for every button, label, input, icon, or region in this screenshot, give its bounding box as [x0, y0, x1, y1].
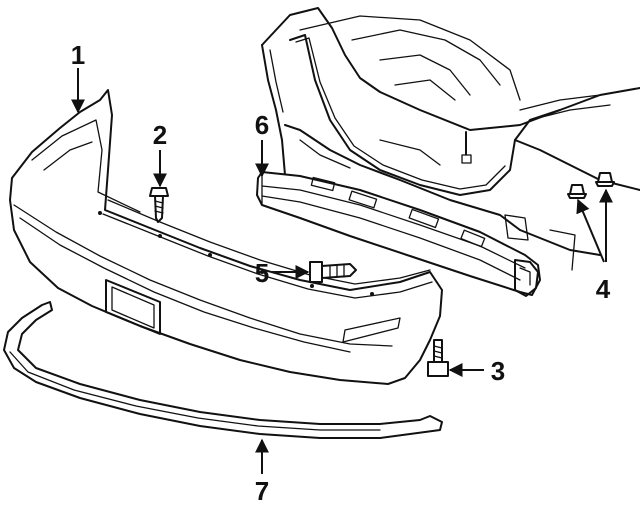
lower-molding-strip [3, 301, 443, 439]
screw-fastener-2 [149, 187, 169, 223]
bumper-cover [9, 89, 443, 385]
impact-bar-reinforcement [256, 171, 541, 297]
callout-3: 3 [491, 356, 505, 386]
vehicle-rear-body [261, 7, 640, 271]
retainer-clips-4 [567, 172, 615, 199]
screw-fastener-3 [427, 339, 449, 377]
callout-5: 5 [255, 258, 269, 288]
callout-2: 2 [153, 120, 167, 150]
callout-1: 1 [71, 40, 85, 70]
bolt-fastener-5 [309, 261, 357, 283]
callout-6: 6 [255, 110, 269, 140]
callout-leaders [71, 68, 613, 474]
callout-4: 4 [596, 274, 611, 304]
callout-7: 7 [255, 476, 269, 506]
